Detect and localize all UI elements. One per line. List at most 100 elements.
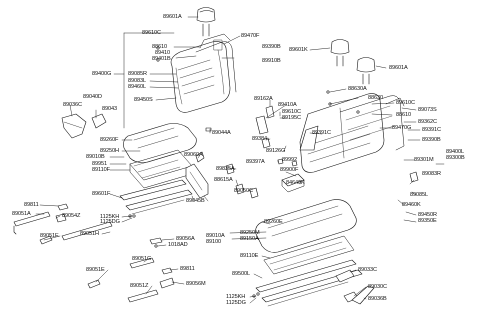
latch-89083r-drawing	[409, 171, 419, 183]
callout-89400g: 89400G	[92, 71, 112, 77]
callout-89100: 89100	[206, 239, 222, 245]
callout-89083l: 89083L	[128, 78, 147, 84]
right-armrest-drawing	[281, 125, 319, 193]
callout-89401b: 89401B	[152, 56, 171, 62]
callout-89044a: 89044A	[212, 130, 231, 136]
right-headrests-drawing	[330, 39, 376, 85]
callout-89040d: 89040D	[83, 94, 102, 100]
callout-89260e: 89260E	[264, 219, 283, 225]
callout-89060a: 89060A	[184, 152, 203, 158]
callout-89010a: 89010A	[206, 233, 225, 239]
callout-88630a: 88630A	[348, 86, 367, 92]
callout-89195c: 89195C	[282, 115, 301, 121]
callout-89350e: 89350E	[418, 218, 437, 224]
bolt-89992-drawing	[291, 160, 298, 167]
callout-89250m: 89250M	[240, 230, 260, 236]
rail-89051e-b-drawing	[87, 279, 101, 289]
callout-89400l: 89400L	[446, 149, 465, 155]
callout-89397a: 89397A	[246, 159, 265, 165]
callout-89450s: 89450S	[134, 97, 153, 103]
callout-89051e: 89051E	[40, 233, 59, 239]
leader-lines	[35, 16, 445, 304]
callout-89610c-right: 89610C	[396, 100, 415, 106]
callout-1125kh-b: 1125KH	[226, 294, 246, 300]
callout-89050c: 89050C	[234, 188, 253, 194]
latch-89050c-drawing	[249, 187, 259, 199]
callout-89384: 89384	[252, 136, 268, 142]
callout-89033c: 89033C	[358, 267, 377, 273]
cover-89036b-drawing	[351, 285, 375, 305]
callout-89030c: 89030C	[368, 284, 387, 290]
callout-89056a: 89056A	[176, 236, 195, 242]
callout-89601f: 89601F	[92, 191, 111, 197]
callout-88615a: 88615A	[214, 177, 233, 183]
bracket-89384-drawing	[261, 137, 271, 149]
callout-89085l: 89085L	[410, 192, 429, 198]
cover-89045b-drawing	[185, 163, 209, 199]
right-cushion-drawing	[255, 199, 357, 275]
callout-89460l: 89460L	[128, 84, 147, 90]
cover-89056m-drawing	[159, 277, 175, 289]
latch-88615a-drawing	[235, 183, 245, 195]
callout-89010b: 89010B	[86, 154, 105, 160]
callout-89391c: 89391C	[312, 130, 331, 136]
callout-89391c-right: 89391C	[422, 127, 441, 133]
left-seatback-drawing	[170, 33, 237, 113]
callout-89073s: 89073S	[418, 107, 437, 113]
left-rail-drawing	[119, 179, 193, 218]
callout-89045b: 89045B	[186, 198, 205, 204]
callout-89051a: 89051A	[12, 211, 31, 217]
callout-89450r: 89450R	[418, 212, 437, 218]
callout-1125kh: 1125KH	[100, 214, 120, 220]
callout-89601a-right: 89601A	[389, 65, 408, 71]
bracket-89043-drawing	[91, 113, 107, 129]
callout-89260f: 89260F	[100, 137, 119, 143]
callout-89470f: 89470F	[241, 33, 260, 39]
rail-89051z-drawing	[127, 289, 159, 303]
callout-89992: 89992	[282, 157, 298, 163]
callout-89601a: 89601A	[163, 14, 182, 20]
cover-89054z-drawing	[55, 213, 67, 223]
callout-88610-right: 88610	[396, 112, 412, 118]
callout-89051g: 89051G	[132, 256, 152, 262]
callout-89910b: 89910B	[262, 58, 281, 64]
callout-89460k: 89460K	[402, 202, 421, 208]
callout-89811-b: 89811	[180, 266, 195, 272]
callout-89390b: 89390B	[262, 44, 281, 50]
callout-89110f: 89110F	[92, 167, 110, 173]
clip-89811-drawing	[57, 203, 69, 211]
callout-89500l: 89500L	[232, 271, 251, 277]
callout-89036b: 89036B	[368, 296, 387, 302]
callout-89410a: 89410A	[278, 102, 297, 108]
armrest-89060a-drawing	[195, 151, 205, 163]
callout-89056m: 89056M	[186, 281, 206, 287]
callout-89811: 89811	[24, 202, 39, 208]
callout-89051e-b: 89051E	[86, 267, 105, 273]
callout-89610c-mid: 89610C	[282, 109, 301, 115]
callout-89610c: 89610C	[142, 30, 161, 36]
latch-89835a-drawing	[225, 163, 235, 175]
callout-84640k: 84640K	[286, 180, 305, 186]
rail-89051g-drawing	[129, 257, 155, 269]
callout-89083r: 89083R	[422, 171, 441, 177]
callout-89110e: 89110E	[240, 253, 259, 259]
callout-89150a: 89150A	[240, 236, 259, 242]
clip-89811-b-drawing	[161, 267, 173, 275]
left-headrest-drawing	[196, 7, 216, 37]
callout-89362c: 89362C	[418, 119, 437, 125]
cover-89056a-drawing	[149, 237, 163, 245]
callout-89951: 89951	[92, 161, 108, 167]
callout-89900f: 89900F	[280, 167, 299, 173]
callout-89301m: 89301M	[414, 157, 434, 163]
callout-89835a: 89835A	[216, 166, 235, 172]
bolt-89397a-drawing	[277, 158, 284, 165]
callout-89043: 89043	[102, 106, 118, 112]
right-seatback-drawing	[299, 93, 405, 173]
callout-89601k: 89601K	[289, 47, 308, 53]
callout-89126g: 89126G	[266, 148, 286, 154]
callout-1018ad: 1018AD	[168, 242, 188, 248]
callout-1125dg: 1125DG	[100, 219, 120, 225]
callout-89051h: 89051H	[80, 231, 99, 237]
callout-89300b: 89300B	[446, 155, 465, 161]
